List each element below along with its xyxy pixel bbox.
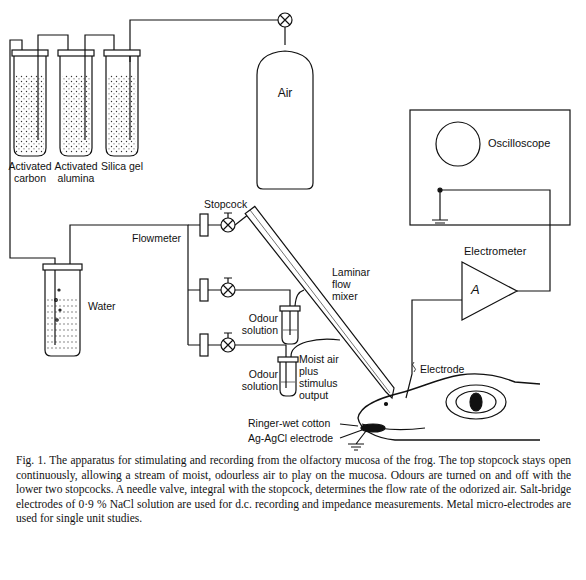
node-label: Oscilloscope xyxy=(488,137,550,150)
signal-wire xyxy=(517,225,550,291)
part-label: Ringer-wet cotton xyxy=(248,417,330,429)
amplifier-triangle: ElectrometerA xyxy=(462,262,517,320)
node-label: A xyxy=(471,283,480,298)
node-heading: Electrometer xyxy=(464,245,526,258)
part-label: Activated carbon xyxy=(4,160,56,184)
amplifier-triangle-outline xyxy=(462,262,517,320)
part-label: Activated alumina xyxy=(50,160,102,184)
part-label: Odour solution xyxy=(232,312,278,336)
part-label: Electrode xyxy=(420,363,464,375)
oscilloscope-box-outline xyxy=(410,110,570,225)
part-label: Flowmeter xyxy=(132,232,181,244)
part-label: Water xyxy=(88,300,116,312)
part-label: Ag-AgCl electrode xyxy=(248,432,333,444)
part-label: Odour solution xyxy=(232,368,278,392)
air-cylinder: Air xyxy=(245,45,325,190)
part-label: Stopcock xyxy=(204,198,247,210)
part-label: Silica gel xyxy=(100,160,144,172)
oscilloscope-box: Oscilloscope xyxy=(410,110,570,225)
node-label: Air xyxy=(278,87,293,101)
part-label: Moist air plus stimulus output xyxy=(299,353,343,401)
figure-caption: Fig. 1. The apparatus for stimulating an… xyxy=(16,453,571,526)
air-cylinder-outline xyxy=(245,45,325,190)
part-label: Laminar flow mixer xyxy=(332,266,376,302)
